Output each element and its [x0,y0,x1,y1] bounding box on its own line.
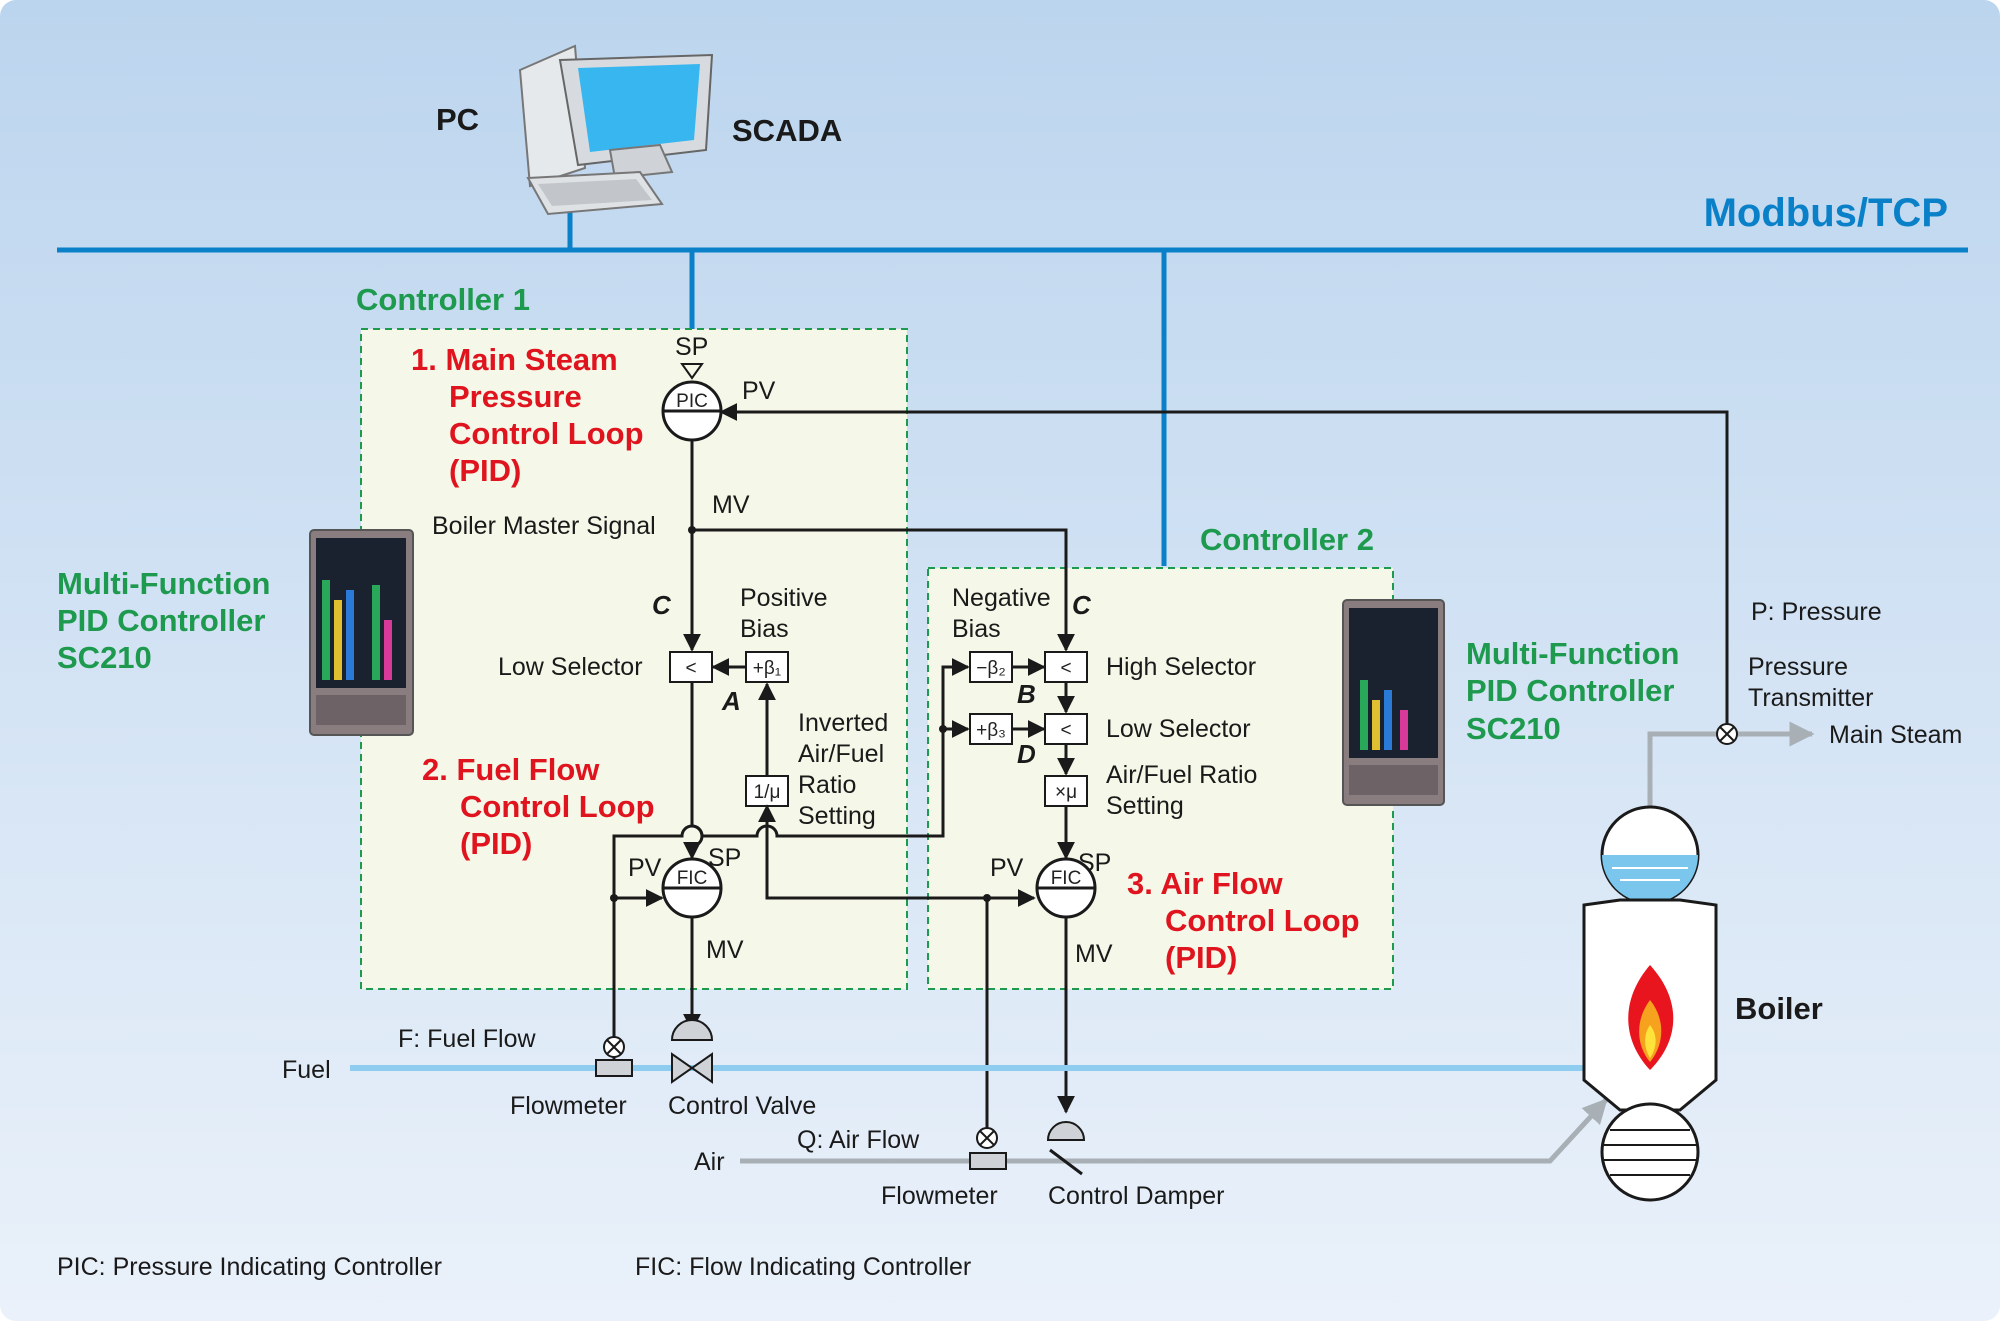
ratio-line1: Air/Fuel Ratio [1106,761,1257,789]
modbus-label: Modbus/TCP [1704,191,1948,235]
pressure-transmitter-line1: Pressure [1748,653,1848,681]
air-flowmeter-label: Flowmeter [881,1182,998,1210]
air-flowmeter-icon [969,1127,1007,1170]
loop1-line3: Control Loop [449,416,644,451]
fuel-flowmeter-icon [595,1036,633,1077]
fuel-pv-to-neg-bias [612,658,970,920]
controller1-label: Controller 1 [356,282,530,317]
legend-fic: FIC: Flow Indicating Controller [635,1253,971,1281]
beta1-symbol: +β₁ [753,658,781,679]
air-pv-to-inv-mu [758,804,989,1140]
boiler-label: Boiler [1735,991,1823,1026]
control-damper-label: Control Damper [1048,1182,1224,1210]
low-selector-right-symbol: < [1060,720,1071,741]
fuel-pv-junction [610,894,618,902]
loop3-line3: (PID) [1165,940,1237,975]
loop1-line2: Pressure [449,379,582,414]
ratio-line2: Setting [1106,792,1184,820]
beta2-symbol: −β₂ [976,658,1005,679]
pic-mv-label: MV [712,491,750,519]
loop3-line2: Control Loop [1165,903,1360,938]
air-duct [740,1098,1608,1164]
device-right-line2: PID Controller [1466,673,1674,708]
air-pv-junction [983,894,991,902]
low-selector-left-label: Low Selector [498,653,643,681]
air-label: Air [694,1148,725,1176]
loop1-line1: 1. Main Steam [411,342,618,377]
marker-a: A [721,686,741,716]
fic2-text: FIC [1051,868,1082,889]
low-selector-left-symbol: < [685,658,696,679]
loop3-line1: 3. Air Flow [1127,866,1283,901]
low-selector-right-box [1044,713,1088,745]
fic1-text: FIC [677,868,708,889]
positive-bias-line2: Bias [740,615,789,643]
controller2-box [927,567,1394,990]
control-valve-icon [670,1019,714,1084]
pic-pv-label: PV [742,377,776,405]
marker-d: D [1017,739,1036,769]
scada-label: SCADA [732,113,842,148]
device-right-line3: SC210 [1466,711,1561,746]
boiler-master-label: Boiler Master Signal [432,512,656,540]
pressure-pv-line [719,403,1729,734]
loop2-line2: Control Loop [460,789,655,824]
fic1-mv-label: MV [706,936,744,964]
negative-bias-line2: Bias [952,615,1001,643]
beta2-box [969,651,1013,683]
device-right-line1: Multi-Function [1466,636,1680,671]
device-left-line2: PID Controller [57,603,265,638]
loop2-line1: 2. Fuel Flow [422,752,600,787]
controller2-label: Controller 2 [1200,522,1374,557]
boiler-icon [1582,805,1718,1202]
control-valve-label: Control Valve [668,1092,816,1120]
device-left-line1: Multi-Function [57,566,271,601]
fuel-flow-label: F: Fuel Flow [398,1025,536,1053]
high-selector-label: High Selector [1106,653,1256,681]
mv-to-high-selector [692,528,1075,652]
inv-mu-symbol: 1/μ [754,782,781,803]
beta1-box [745,651,789,683]
marker-c-right: C [1072,590,1092,620]
negative-bias-line1: Negative [952,584,1051,612]
sc210-device-left [309,529,414,736]
inverted-line4: Setting [798,802,876,830]
high-selector-symbol: < [1060,658,1071,679]
loop2-line3: (PID) [460,826,532,861]
bias-junction [939,725,947,733]
fic2-mv-label: MV [1075,940,1113,968]
fic2-pv-label: PV [990,854,1024,882]
pc-computer-icon [518,44,714,216]
air-flow-label: Q: Air Flow [797,1126,920,1154]
pressure-transmitter-line2: Transmitter [1748,684,1873,712]
pressure-transmitter-icon [1716,723,1738,745]
marker-c-left: C [652,590,672,620]
inverted-line3: Ratio [798,771,856,799]
sc210-device-right [1342,599,1445,806]
inverted-line1: Inverted [798,709,888,737]
beta3-symbol: +β₃ [976,720,1006,741]
fuel-label: Fuel [282,1056,331,1084]
inverted-line2: Air/Fuel [798,740,884,768]
pic-sp-label: SP [675,333,708,361]
pic-text: PIC [676,391,708,412]
pc-label: PC [436,102,479,137]
loop1-line4: (PID) [449,453,521,488]
beta3-box [969,713,1013,745]
fuel-flowmeter-label: Flowmeter [510,1092,627,1120]
times-mu-symbol: ×μ [1055,782,1077,803]
positive-bias-line1: Positive [740,584,828,612]
sp-input-triangle [680,363,704,380]
control-damper-icon [1046,1121,1086,1176]
steam-pipe [1647,721,1815,808]
device-left-line3: SC210 [57,640,152,675]
main-steam-label: Main Steam [1829,721,1962,749]
fic1-pv-label: PV [628,854,662,882]
marker-b: B [1017,679,1036,709]
pressure-label: P: Pressure [1751,598,1882,626]
legend-pic: PIC: Pressure Indicating Controller [57,1253,442,1281]
low-selector-right-label: Low Selector [1106,715,1251,743]
